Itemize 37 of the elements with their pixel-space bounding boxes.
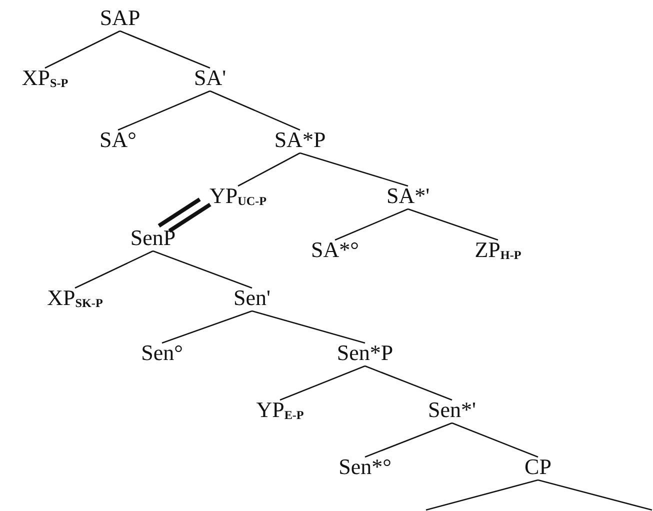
tree-branch <box>538 479 652 511</box>
tree-branch <box>452 422 538 458</box>
tree-node-label: XP$_{S-P}$ <box>22 66 68 93</box>
tree-node-label: YP$_{E-P}$ <box>256 398 304 425</box>
tree-node-label: Sen*' <box>428 398 476 422</box>
tree-node-label: SA° <box>100 128 136 152</box>
tree-branch <box>162 310 252 344</box>
tree-node-label: SA' <box>194 66 226 90</box>
tree-node-label: Sen° <box>141 341 183 365</box>
tree-branch <box>120 30 210 69</box>
tree-branch <box>426 479 538 511</box>
tree-node-label: SA*P <box>274 128 326 152</box>
tree-node-label: SenP <box>130 226 176 250</box>
tree-branch <box>118 90 210 131</box>
double-line <box>156 197 212 233</box>
tree-node-label: Sen*P <box>336 341 394 365</box>
tree-node-label: YP$_{UC-P}$ <box>210 184 266 211</box>
tree-node-label: Sen*° <box>338 455 392 479</box>
tree-branch <box>364 422 452 458</box>
tree-branch <box>300 152 408 187</box>
tree-node-label: SA*' <box>386 184 430 208</box>
tree-branch <box>252 310 366 344</box>
tree-node-label: SAP <box>100 6 140 30</box>
tree-branch <box>334 208 408 241</box>
tree-branch <box>280 365 366 401</box>
tree-branch <box>364 365 452 401</box>
tree-node-label: ZP$_{H-P}$ <box>474 238 522 265</box>
tree-node-label: CP <box>524 455 552 479</box>
tree-branch <box>74 250 154 289</box>
tree-branch <box>44 30 120 69</box>
tree-branch <box>210 90 300 131</box>
tree-node-label: Sen' <box>234 286 270 310</box>
tree-node-label: XP$_{SK-P}$ <box>47 286 103 313</box>
tree-node-label: SA*° <box>311 238 359 262</box>
tree-branch <box>238 152 300 187</box>
tree-branch <box>408 208 498 241</box>
tree-branch <box>152 250 252 289</box>
